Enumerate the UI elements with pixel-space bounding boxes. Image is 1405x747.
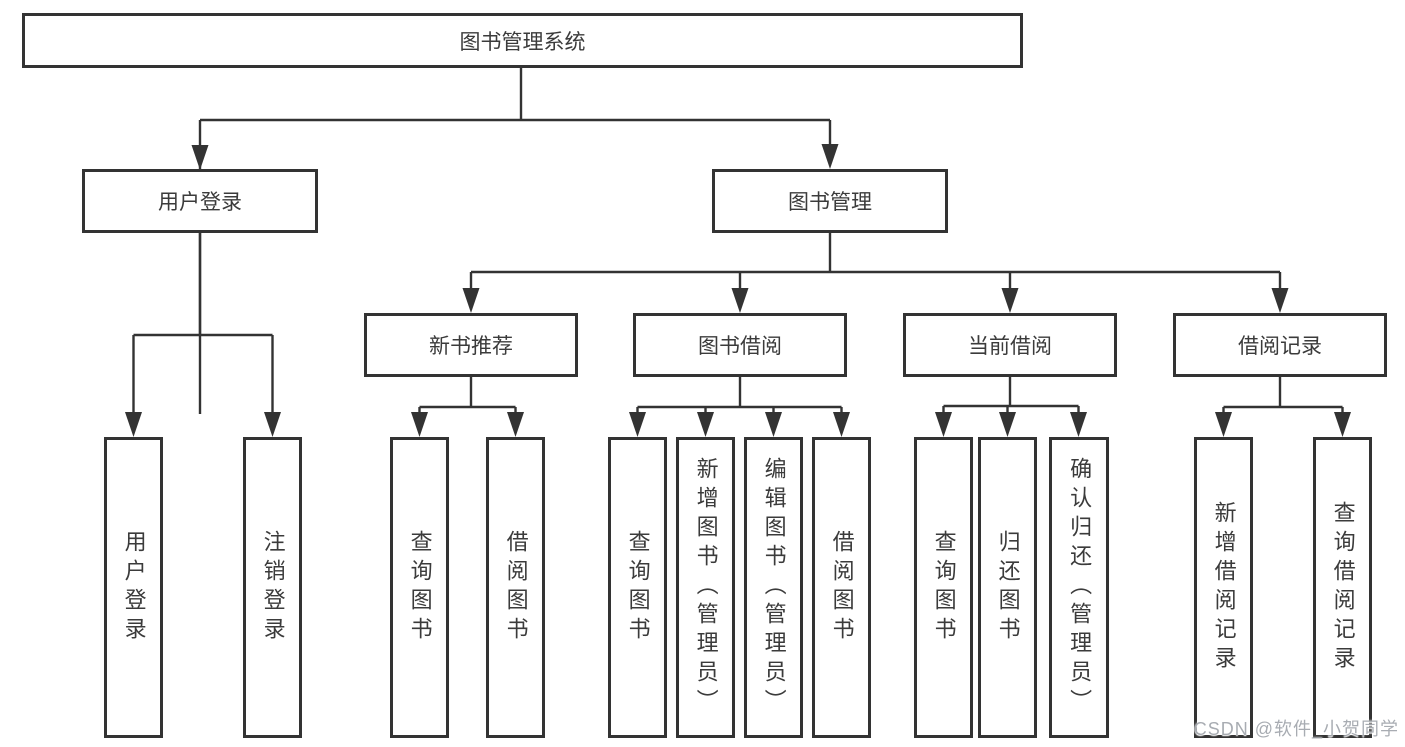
node-leaf-edit-books-admin: 编辑图书（管理员） [744,437,803,738]
node-label: 当前借阅 [968,335,1052,358]
node-label: 借阅图书 [503,529,529,646]
edge-bookborrow-to-leaves [636,377,843,415]
node-label: 查询图书 [625,529,651,646]
node-label: 新增图书（管理员） [693,457,719,718]
node-label: 查询借阅记录 [1330,500,1356,675]
node-book-management: 图书管理 [712,169,948,233]
node-label: 图书借阅 [698,335,782,358]
node-leaf-logout: 注销登录 [243,437,302,738]
node-label: 借阅图书 [829,529,855,646]
node-label: 确认归还（管理员） [1067,457,1093,718]
node-label: 新书推荐 [429,335,513,358]
node-leaf-borrow-books-1: 借阅图书 [486,437,545,738]
node-label: 图书管理系统 [459,30,586,54]
node-current-borrowing: 当前借阅 [903,313,1117,377]
node-label: 借阅记录 [1238,335,1322,358]
node-new-book-recommendation: 新书推荐 [364,313,578,377]
node-library-management-system: 图书管理系统 [22,13,1023,68]
node-leaf-query-books-1: 查询图书 [390,437,449,738]
node-leaf-query-books-3: 查询图书 [914,437,973,738]
node-label: 归还图书 [995,529,1021,646]
edge-root-to-level2 [198,68,832,414]
node-label: 查询图书 [407,529,433,646]
node-leaf-return-books: 归还图书 [978,437,1037,738]
edge-borrowrecords-to-leaves [1222,377,1344,415]
node-user-login: 用户登录 [82,169,318,233]
node-label: 用户登录 [121,529,147,646]
arrowheads [125,144,1351,437]
node-label: 图书管理 [788,191,872,214]
node-leaf-user-login: 用户登录 [104,437,163,738]
node-label: 编辑图书（管理员） [761,457,787,718]
node-leaf-query-books-2: 查询图书 [608,437,667,738]
node-label: 注销登录 [260,529,286,646]
edge-newbookrec-to-leaves [418,377,517,415]
node-leaf-query-borrow-record: 查询借阅记录 [1313,437,1372,738]
edge-currentborrow-to-leaves [942,377,1080,415]
node-borrowing-records: 借阅记录 [1173,313,1387,377]
csdn-watermark: CSDN @软件_小贺同学 [1193,719,1399,739]
node-label: 用户登录 [158,191,242,214]
node-leaf-borrow-books-2: 借阅图书 [812,437,871,738]
node-book-borrowing: 图书借阅 [633,313,847,377]
node-leaf-add-books-admin: 新增图书（管理员） [676,437,735,738]
node-label: 新增借阅记录 [1211,500,1237,675]
edge-bookmgmt-to-level3 [469,233,1282,291]
edge-userlogin-to-leaves [132,233,274,414]
node-label: 查询图书 [931,529,957,646]
node-leaf-confirm-return-admin: 确认归还（管理员） [1049,437,1109,738]
node-leaf-add-borrow-record: 新增借阅记录 [1194,437,1253,738]
